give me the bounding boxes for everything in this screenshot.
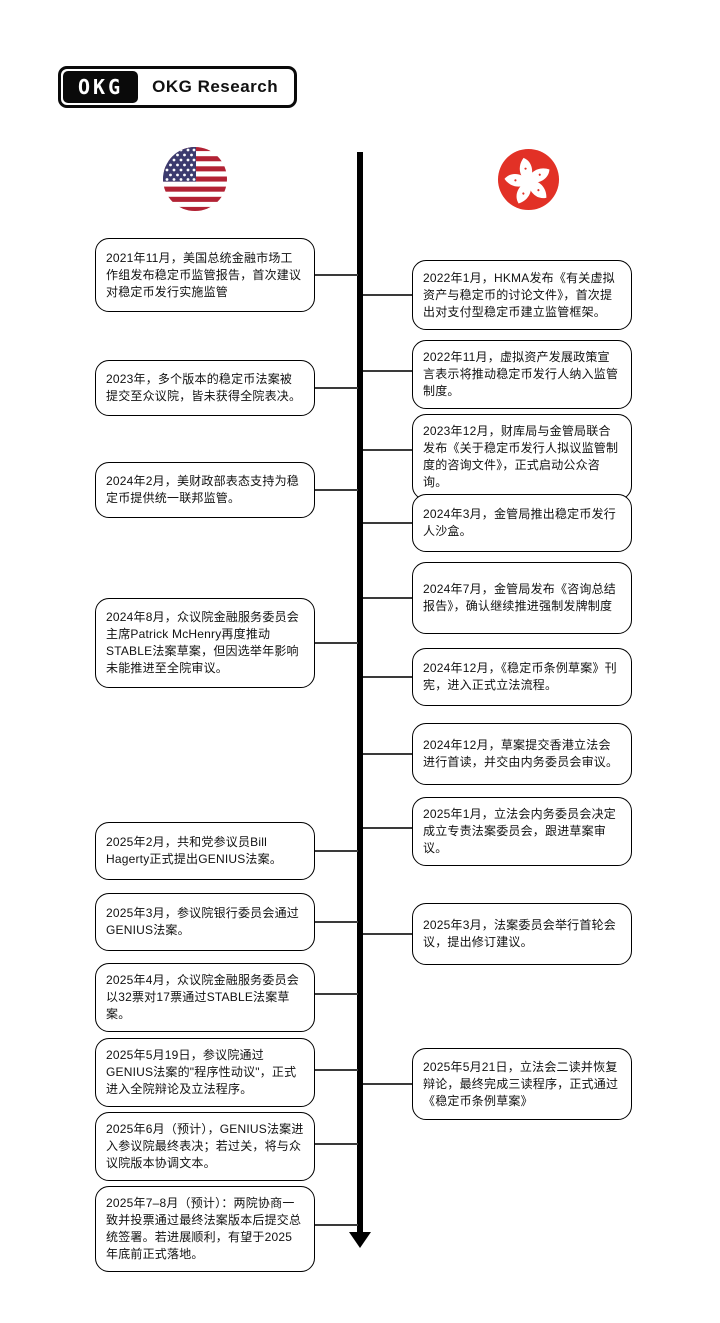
us-flag-icon: [162, 146, 228, 212]
connector-line: [315, 1143, 358, 1145]
connector-line: [315, 274, 358, 276]
event-text: 2024年3月，金管局推出稳定币发行人沙盒。: [423, 507, 616, 538]
connector-line: [363, 827, 412, 829]
timeline-event-us-2024-08: 2024年8月，众议院金融服务委员会主席Patrick McHenry再度推动S…: [95, 598, 315, 688]
event-text: 2025年4月，众议院金融服务委员会以32票对17票通过STABLE法案草案。: [106, 973, 299, 1021]
okg-logo-mark: OKG: [63, 71, 139, 103]
connector-line: [315, 921, 358, 923]
timeline-event-hk-2025-05-21: 2025年5月21日，立法会二读并恢复辩论，最终完成三读程序，正式通过《稳定币条…: [412, 1048, 632, 1120]
event-text: 2025年5月21日，立法会二读并恢复辩论，最终完成三读程序，正式通过《稳定币条…: [423, 1059, 619, 1108]
timeline-event-hk-2024-03: 2024年3月，金管局推出稳定币发行人沙盒。: [412, 494, 632, 552]
timeline-event-hk-2025-03: 2025年3月，法案委员会举行首轮会议，提出修订建议。: [412, 903, 632, 965]
event-text: 2025年5月19日，参议院通过GENIUS法案的"程序性动议"，正式进入全院辩…: [106, 1048, 297, 1096]
timeline-event-hk-2022-11: 2022年11月，虚拟资产发展政策宣言表示将推动稳定币发行人纳入监管制度。: [412, 340, 632, 409]
timeline-event-us-2025-07-08: 2025年7–8月（预计）：两院协商一致并投票通过最终法案版本后提交总统签署。若…: [95, 1186, 315, 1272]
event-text: 2023年12月，财库局与金管局联合发布《关于稳定币发行人拟议监管制度的咨询文件…: [423, 424, 619, 489]
event-text: 2024年12月，草案提交香港立法会进行首读，并交由内务委员会审议。: [423, 738, 619, 769]
event-text: 2024年2月，美财政部表态支持为稳定币提供统一联邦监管。: [106, 474, 299, 505]
connector-line: [363, 294, 412, 296]
connector-line: [363, 753, 412, 755]
event-text: 2025年6月（预计），GENIUS法案进入参议院最终表决；若过关，将与众议院版…: [106, 1122, 304, 1170]
timeline-event-hk-2023-12: 2023年12月，财库局与金管局联合发布《关于稳定币发行人拟议监管制度的咨询文件…: [412, 414, 632, 500]
timeline-event-us-2024-02: 2024年2月，美财政部表态支持为稳定币提供统一联邦监管。: [95, 462, 315, 518]
okg-logo-label: OKG Research: [152, 77, 279, 96]
timeline-event-us-2023: 2023年，多个版本的稳定币法案被提交至众议院，皆未获得全院表决。: [95, 360, 315, 416]
timeline-event-us-2025-03: 2025年3月，参议院银行委员会通过GENIUS法案。: [95, 893, 315, 951]
connector-line: [363, 676, 412, 678]
event-text: 2022年11月，虚拟资产发展政策宣言表示将推动稳定币发行人纳入监管制度。: [423, 350, 619, 398]
event-text: 2025年1月，立法会内务委员会决定成立专责法案委员会，跟进草案审议。: [423, 807, 616, 855]
event-text: 2023年，多个版本的稳定币法案被提交至众议院，皆未获得全院表决。: [106, 372, 302, 403]
event-text: 2025年2月，共和党参议员Bill Hagerty正式提出GENIUS法案。: [106, 835, 283, 866]
timeline-arrow-icon: [349, 1232, 371, 1248]
timeline-spine: [357, 152, 363, 1234]
connector-line: [315, 1224, 358, 1226]
event-text: 2024年7月，金管局发布《咨询总结报告》，确认继续推进强制发牌制度: [423, 582, 616, 613]
timeline-event-us-2025-04: 2025年4月，众议院金融服务委员会以32票对17票通过STABLE法案草案。: [95, 963, 315, 1032]
timeline-event-us-2025-02: 2025年2月，共和党参议员Bill Hagerty正式提出GENIUS法案。: [95, 822, 315, 880]
connector-line: [363, 522, 412, 524]
timeline-event-us-2021-11: 2021年11月，美国总统金融市场工作组发布稳定币监管报告，首次建议对稳定币发行…: [95, 238, 315, 312]
connector-line: [315, 387, 358, 389]
event-text: 2025年7–8月（预计）：两院协商一致并投票通过最终法案版本后提交总统签署。若…: [106, 1196, 302, 1261]
hk-flag-icon: [497, 148, 560, 211]
connector-line: [315, 850, 358, 852]
timeline-event-hk-2024-12-first-reading: 2024年12月，草案提交香港立法会进行首读，并交由内务委员会审议。: [412, 723, 632, 785]
timeline-event-us-2025-05-19: 2025年5月19日，参议院通过GENIUS法案的"程序性动议"，正式进入全院辩…: [95, 1038, 315, 1107]
connector-line: [363, 370, 412, 372]
timeline-event-us-2025-06: 2025年6月（预计），GENIUS法案进入参议院最终表决；若过关，将与众议院版…: [95, 1112, 315, 1181]
timeline-event-hk-2024-07: 2024年7月，金管局发布《咨询总结报告》，确认继续推进强制发牌制度: [412, 562, 632, 634]
event-text: 2024年12月，《稳定币条例草案》刊宪，进入正式立法流程。: [423, 661, 617, 692]
connector-line: [315, 489, 358, 491]
timeline-event-hk-2024-12-gazette: 2024年12月，《稳定币条例草案》刊宪，进入正式立法流程。: [412, 648, 632, 706]
connector-line: [363, 1083, 412, 1085]
event-text: 2022年1月，HKMA发布《有关虚拟资产与稳定币的讨论文件》，首次提出对支付型…: [423, 270, 615, 319]
connector-line: [363, 597, 412, 599]
timeline-event-hk-2022-01: 2022年1月，HKMA发布《有关虚拟资产与稳定币的讨论文件》，首次提出对支付型…: [412, 260, 632, 330]
connector-line: [315, 993, 358, 995]
connector-line: [363, 933, 412, 935]
connector-line: [363, 449, 412, 451]
event-text: 2024年8月，众议院金融服务委员会主席Patrick McHenry再度推动S…: [106, 610, 299, 675]
connector-line: [315, 1069, 358, 1071]
timeline-event-hk-2025-01: 2025年1月，立法会内务委员会决定成立专责法案委员会，跟进草案审议。: [412, 797, 632, 866]
event-text: 2025年3月，参议院银行委员会通过GENIUS法案。: [106, 906, 299, 937]
event-text: 2025年3月，法案委员会举行首轮会议，提出修订建议。: [423, 918, 616, 949]
event-text: 2021年11月，美国总统金融市场工作组发布稳定币监管报告，首次建议对稳定币发行…: [106, 250, 302, 299]
okg-research-logo: OKG OKG Research: [58, 66, 298, 108]
connector-line: [315, 642, 358, 644]
